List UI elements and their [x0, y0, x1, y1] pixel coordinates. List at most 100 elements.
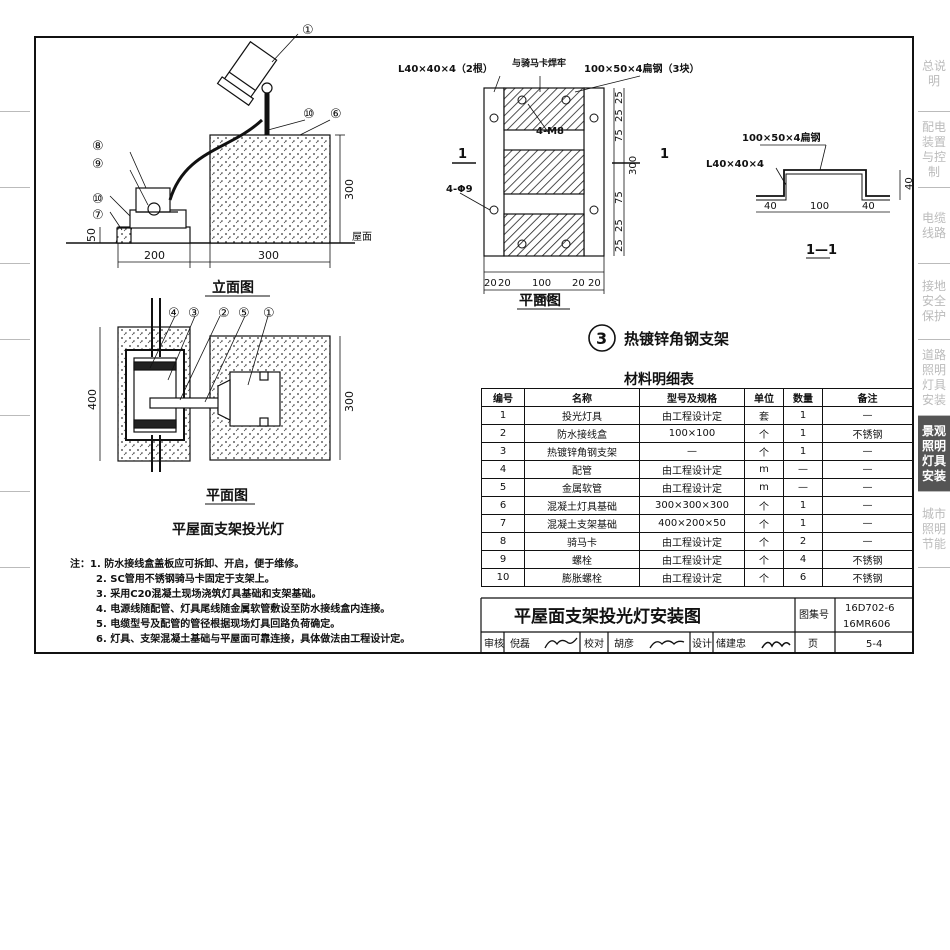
- elevation-view: [66, 33, 355, 297]
- cell-no: 6: [481, 496, 525, 515]
- cell-unit: 个: [744, 442, 784, 461]
- section-title: 1—1: [806, 243, 837, 258]
- note-line-4: 4. 电源线随配管、灯具尾线随金属软管敷设至防水接线盒内连接。: [96, 604, 391, 615]
- cell-unit: 个: [744, 550, 784, 569]
- cell-name: 投光灯具: [524, 406, 640, 425]
- section-1-1: [756, 144, 901, 259]
- col-header-note: 备注: [822, 388, 913, 407]
- cell-name: 金属软管: [524, 478, 640, 497]
- cell-no: 10: [481, 568, 525, 587]
- cell-unit: m: [744, 478, 784, 497]
- plan-title-right: 平面图: [519, 293, 561, 309]
- bracket-plan-labels: L40×40×4（2根） 与骑马卡焊牢 100×50×4扁钢（3块） 4-M8 …: [398, 57, 699, 309]
- cell-unit: 个: [744, 568, 784, 587]
- callout-7: ⑦: [92, 208, 104, 223]
- callout-8: ⑧: [92, 139, 104, 154]
- cell-name: 螺栓: [524, 550, 640, 569]
- cell-no: 4: [481, 460, 525, 479]
- cell-unit: m: [744, 460, 784, 479]
- atlas-no-1: 16D702-6: [845, 603, 894, 614]
- callout-6: ⑥: [330, 107, 342, 122]
- label-weld: 与骑马卡焊牢: [512, 57, 566, 69]
- left-tab: [0, 416, 30, 492]
- left-tab: [0, 264, 30, 340]
- designer-signature: [761, 641, 791, 649]
- cell-qty: 1: [783, 442, 823, 461]
- cell-name: 混凝土支架基础: [524, 514, 640, 533]
- left-tab: [0, 340, 30, 416]
- reviewer-signature: [544, 637, 578, 649]
- cell-no: 7: [481, 514, 525, 533]
- cell-name: 热镀锌角钢支架: [524, 442, 640, 461]
- cell-no: 2: [481, 424, 525, 443]
- atlas-no-2: 16MR606: [843, 619, 890, 630]
- cell-unit: 个: [744, 424, 784, 443]
- bracket-plan: [452, 75, 641, 310]
- col-header-name: 名称: [524, 388, 640, 407]
- tab-landscape-lighting[interactable]: 景观照明灯具安装: [918, 416, 950, 492]
- plan-left-labels: ④ ③ ② ⑤ ① 400 300 平面图 平屋面支架投光灯: [86, 306, 356, 538]
- callout-5: ⑤: [238, 306, 250, 321]
- cell-unit: 个: [744, 532, 784, 551]
- dim-20d: 20: [588, 278, 601, 289]
- section3-heading: 3 热镀锌角钢支架: [588, 324, 729, 352]
- callout-1: ①: [263, 306, 275, 321]
- page-label: 页: [808, 638, 818, 650]
- cut-label-left: 1: [458, 147, 467, 162]
- section-label-flat: 100×50×4扁钢: [742, 131, 821, 144]
- plan-view-left: [99, 298, 341, 505]
- left-tab: [0, 112, 30, 188]
- tab-general-notes[interactable]: 总说明: [918, 36, 950, 112]
- cell-note: 不锈钢: [822, 550, 913, 569]
- table-header-row: 编号 名称 型号及规格 单位 数量 备注: [481, 388, 913, 407]
- dim-20b: 20: [498, 278, 511, 289]
- dim-400: 400: [86, 389, 99, 410]
- cell-spec: 由工程设计定: [639, 406, 745, 425]
- callout-2: ②: [218, 306, 230, 321]
- label-flat-steel: 100×50×4扁钢（3块）: [584, 62, 699, 75]
- design-label: 设计: [692, 637, 712, 650]
- cell-qty: —: [783, 460, 823, 479]
- label-bolt: 4-M8: [536, 126, 564, 137]
- tab-distribution[interactable]: 配电装置与控制: [918, 112, 950, 188]
- dim-25a: 25: [614, 91, 625, 104]
- cell-no: 3: [481, 442, 525, 461]
- cell-name: 骑马卡: [524, 532, 640, 551]
- dim-300-vertical: 300: [343, 179, 356, 200]
- cell-qty: 1: [783, 424, 823, 443]
- note-line-5: 5. 电缆型号及配管的管径根据现场灯具回路负荷确定。: [96, 619, 341, 630]
- main-title: 平屋面支架投光灯安装图: [514, 606, 701, 627]
- cell-spec: 由工程设计定: [639, 478, 745, 497]
- section-dim-h40: 40: [904, 177, 915, 190]
- tab-grounding[interactable]: 接地安全保护: [918, 264, 950, 340]
- cell-spec: 由工程设计定: [639, 532, 745, 551]
- tab-road-lighting[interactable]: 道路照明灯具安装: [918, 340, 950, 416]
- tab-energy-saving[interactable]: 城市照明节能: [918, 492, 950, 568]
- checker-name: 胡彦: [614, 637, 634, 650]
- tab-cable[interactable]: 电缆线路: [918, 188, 950, 264]
- dim-300: 300: [343, 391, 356, 412]
- dim-75a: 75: [614, 129, 625, 142]
- dim-300: 300: [258, 249, 279, 262]
- cell-name: 防水接线盒: [524, 424, 640, 443]
- section-dim-40b: 40: [862, 201, 875, 212]
- note-line-6: 6. 灯具、支架混凝土基础与平屋面可靠连接，具体做法由工程设计定。: [96, 634, 411, 645]
- dim-180: 180: [533, 294, 552, 305]
- label-angle-steel: L40×40×4（2根）: [398, 62, 493, 75]
- plan-title-left: 平面图: [206, 488, 248, 504]
- cell-note: —: [822, 460, 913, 479]
- dim-200: 200: [144, 249, 165, 262]
- dim-50: 50: [85, 228, 98, 242]
- cell-note: —: [822, 532, 913, 551]
- dim-25b: 25: [614, 109, 625, 122]
- cell-spec: 400×200×50: [639, 514, 745, 533]
- label-hole: 4-Φ9: [446, 184, 473, 195]
- checker-signature: [649, 640, 685, 649]
- cell-unit: 个: [744, 496, 784, 515]
- cell-note: —: [822, 406, 913, 425]
- dim-20a: 20: [484, 278, 497, 289]
